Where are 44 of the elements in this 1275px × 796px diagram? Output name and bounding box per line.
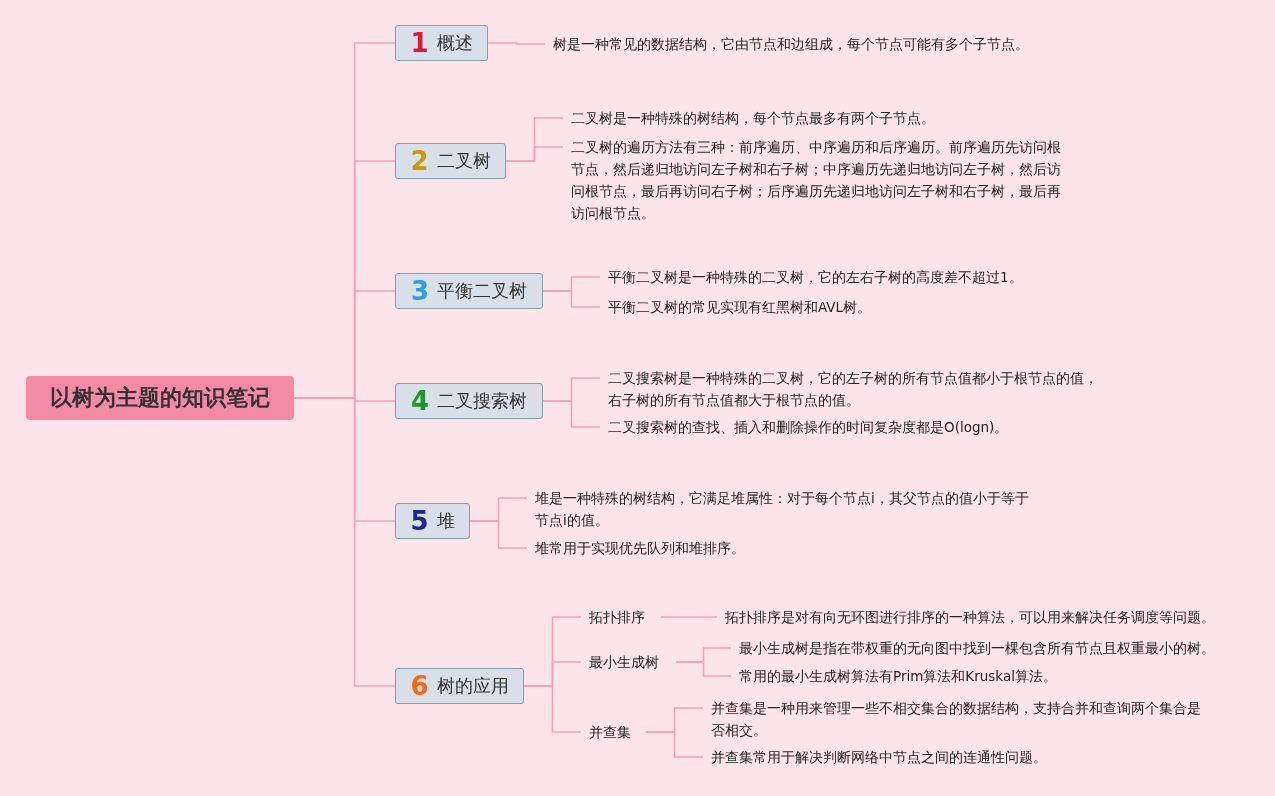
branch-title: 树的应用	[436, 674, 509, 698]
note-text: 最小生成树是指在带权重的无向图中找到一棵包含所有节点且权重最小的树。	[731, 637, 1231, 659]
subtopic-text: 最小生成树	[581, 651, 676, 673]
connector-line	[660, 616, 718, 618]
subtopic-text: 拓扑排序	[581, 606, 661, 628]
number-label: 5	[410, 506, 429, 536]
branch-box	[395, 383, 543, 419]
connector-line	[542, 400, 601, 428]
root-topic-box: 以树为主题的知识笔记	[26, 376, 294, 420]
branch-title: 堆	[436, 509, 455, 533]
number-label: 1	[410, 28, 429, 58]
note-text: 并查集是一种用来管理一些不相交集合的数据结构，支持合并和查询两个集合是否相交。	[703, 697, 1208, 741]
branch-box	[395, 273, 543, 309]
note-text: 平衡二叉树的常见实现有红黑树和AVL树。	[600, 296, 920, 318]
branch-box	[395, 143, 506, 179]
note-text: 拓扑排序是对有向无环图进行排序的一种算法，可以用来解决任务调度等问题。	[717, 606, 1247, 628]
note-text: 平衡二叉树是一种特殊的二叉树，它的左右子树的高度差不超过1。	[600, 266, 1060, 288]
note-text: 二叉树的遍历方法有三种：前序遍历、中序遍历和后序遍历。前序遍历先访问根节点，然后递归地访问左子树和右子树；中序遍历先递归地访问左子树，然后访问根节点，最后再访问右子树；后序遍历先递归地访问左子树和右子树，最后再访问根节点。	[563, 136, 1063, 224]
number-label: 4	[410, 386, 430, 416]
connector-line	[675, 661, 732, 677]
note-text: 树是一种常见的数据结构，它由节点和边组成，每个节点可能有多个子节点。	[545, 33, 1065, 55]
branch-box	[395, 503, 470, 539]
note-text: 二叉搜索树的查找、插入和删除操作的时间复杂度都是O(logn)。	[600, 416, 1040, 438]
branch-title: 二叉搜索树	[437, 389, 528, 413]
number-label: 6	[410, 671, 429, 701]
note-text: 并查集常用于解决判断网络中节点之间的连通性问题。	[703, 746, 1143, 768]
branch-title: 二叉树	[436, 149, 491, 173]
note-text: 常用的最小生成树算法有Prim算法和Kruskal算法。	[731, 665, 1161, 687]
note-text: 二叉搜索树是一种特殊的二叉树，它的左子树的所有节点值都小于根节点的值，右子树的所有节点值都大于根节点的值。	[600, 367, 1105, 411]
connector-line	[469, 520, 528, 549]
branch-box	[395, 668, 524, 704]
connector-line	[487, 42, 546, 45]
subtopic-text: 并查集	[581, 721, 646, 743]
branch-title: 平衡二叉树	[437, 279, 528, 303]
connector-line	[542, 290, 601, 308]
note-text: 堆是一种特殊的树结构，它满足堆属性：对于每个节点i，其父节点的值小于等于节点i的值。	[527, 487, 1032, 531]
number-label: 2	[410, 146, 429, 176]
note-text: 二叉树是一种特殊的树结构，每个节点最多有两个子节点。	[563, 107, 983, 129]
note-text: 堆常用于实现优先队列和堆排序。	[527, 537, 847, 559]
branch-box	[395, 25, 488, 61]
connector-line	[645, 731, 704, 758]
number-label: 3	[410, 276, 430, 306]
branch-title: 概述	[436, 31, 473, 55]
connector-line	[505, 146, 564, 162]
